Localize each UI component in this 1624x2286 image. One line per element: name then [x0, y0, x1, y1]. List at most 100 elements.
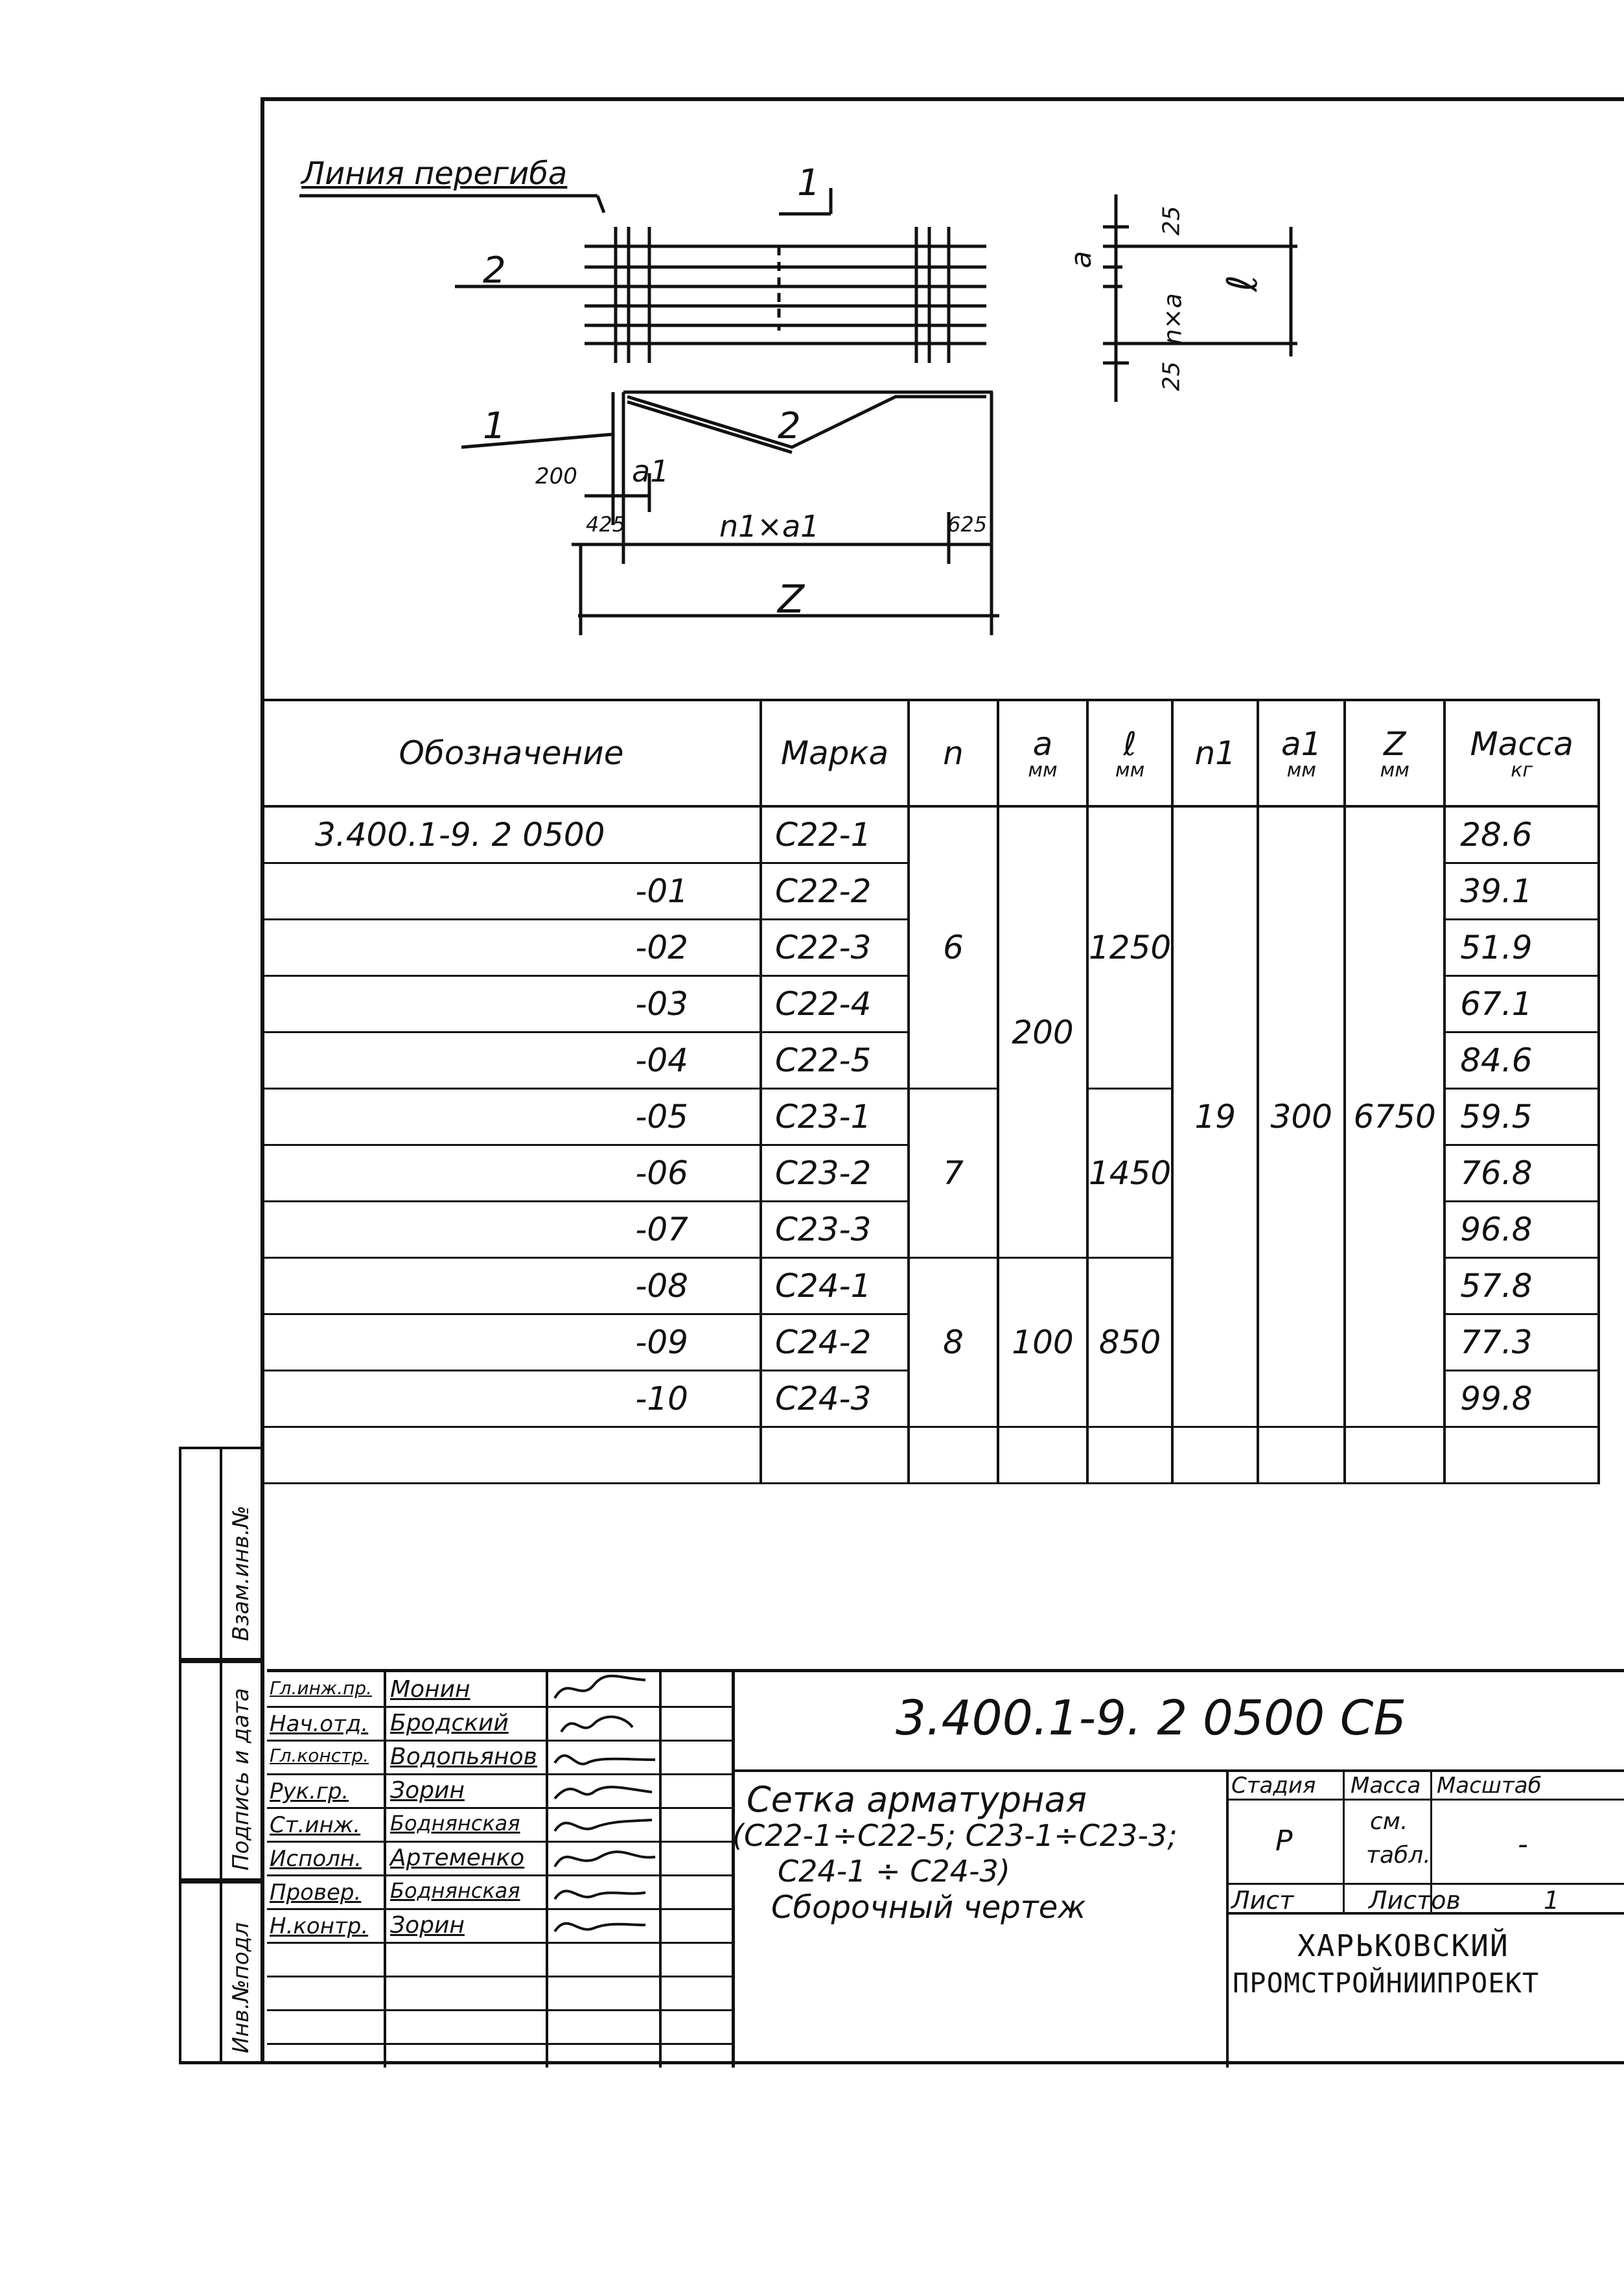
- table-row: -03 С22-4 67.1: [261, 975, 1601, 1033]
- dim-n1-a1: n1×a1: [719, 509, 820, 544]
- role-label: Ст.инж.: [270, 1812, 361, 1838]
- cell-massa: 59.5: [1443, 1088, 1601, 1146]
- cell-massa: 96.8: [1443, 1200, 1601, 1259]
- cell-oboz: -09: [261, 1313, 762, 1371]
- dim-a1: a1: [632, 454, 669, 489]
- cell-l: 850: [1085, 1257, 1174, 1428]
- cell-massa: 76.8: [1443, 1144, 1601, 1202]
- dim-25-top: 25: [1158, 205, 1185, 236]
- col-n-header: n: [907, 699, 999, 808]
- cell-massa: 99.8: [1443, 1370, 1601, 1428]
- cell-z: 6750: [1343, 805, 1446, 1428]
- dim-a: a: [1064, 251, 1098, 268]
- dim-n-a: n×a: [1158, 293, 1187, 345]
- scale-value: -: [1518, 1828, 1528, 1861]
- role-label: Рук.гр.: [270, 1779, 349, 1804]
- cell-oboz: -01: [261, 862, 762, 920]
- cell-marka: С22-4: [760, 975, 910, 1033]
- cell-marka: С23-2: [760, 1144, 910, 1202]
- side-stamp-divider: [220, 1447, 222, 2064]
- dim-Z: Z: [778, 577, 805, 622]
- cell-a: 100: [997, 1257, 1089, 1428]
- table-row: -08 С24-1 8 100 850 57.8: [261, 1257, 1601, 1428]
- bent-bar: [627, 395, 986, 449]
- cell-massa: 57.8: [1443, 1257, 1601, 1315]
- table-row-empty: [261, 1426, 1601, 1484]
- col-oboz-header: Обозначение: [261, 699, 762, 808]
- role-label: Н.контр.: [270, 1913, 369, 1939]
- callout-1-bottom: 1: [483, 405, 506, 447]
- signer-name: Артеменко: [390, 1845, 525, 1871]
- table-row: -04 С22-5 84.6: [261, 1031, 1601, 1090]
- signer-name: Зорин: [390, 1912, 465, 1939]
- signer-name: Монин: [390, 1676, 470, 1703]
- cell-oboz: -04: [261, 1031, 762, 1090]
- title-line-3: С24-1 ÷ С24-3): [778, 1854, 1010, 1889]
- cell-oboz: -10: [261, 1370, 762, 1428]
- cell-marka: С24-1: [760, 1257, 910, 1315]
- table-row: -07 С23-3 96.8: [261, 1200, 1601, 1259]
- frame-bottom: [179, 2061, 1624, 2064]
- mass-label: Масса: [1351, 1773, 1421, 1799]
- cell-marka: С24-3: [760, 1370, 910, 1428]
- cell-marka: С22-5: [760, 1031, 910, 1090]
- role-label: Гл.инж.пр.: [270, 1677, 373, 1699]
- cell-a1: 300: [1257, 805, 1347, 1428]
- table-row: -01 С22-2 39.1: [261, 862, 1601, 920]
- table-row: -06 С23-2 76.8: [261, 1144, 1601, 1202]
- cell-marka: С22-1: [760, 805, 910, 864]
- cell-massa: 77.3: [1443, 1313, 1601, 1371]
- table-row: -10 С24-3 99.8: [261, 1370, 1601, 1428]
- mesh-drawing: [299, 188, 1297, 635]
- callout-2-left: 2: [483, 250, 506, 292]
- cell-l: 1450: [1085, 1088, 1174, 1259]
- table-row: 3.400.1-9. 2 0500 С22-1 6 200 1250 19 30…: [261, 805, 1601, 1428]
- cell-massa: 67.1: [1443, 975, 1601, 1033]
- cell-massa: 51.9: [1443, 918, 1601, 977]
- cell-oboz: -02: [261, 918, 762, 977]
- signer-name: Боднянская: [390, 1811, 520, 1836]
- sheet-label: Лист: [1231, 1886, 1294, 1915]
- cell-n1: 19: [1171, 805, 1260, 1428]
- cell-oboz: -07: [261, 1200, 762, 1259]
- cell-marka: С23-3: [760, 1200, 910, 1259]
- cell-marka: С22-3: [760, 918, 910, 977]
- cell-n: 7: [907, 1088, 999, 1259]
- signer-name: Бродский: [390, 1710, 509, 1736]
- cell-massa: 39.1: [1443, 862, 1601, 920]
- stage-label: Стадия: [1231, 1773, 1316, 1799]
- signer-name: Боднянская: [390, 1878, 520, 1903]
- bend-line-label: Линия перегиба: [301, 156, 568, 192]
- cell-massa: 28.6: [1443, 805, 1601, 864]
- sheets-value: 1: [1544, 1886, 1560, 1915]
- cell-oboz: -05: [261, 1088, 762, 1146]
- callout-2-bottom: 2: [778, 405, 801, 447]
- cell-marka: С22-2: [760, 862, 910, 920]
- cell-l: 1250: [1085, 805, 1174, 1090]
- mass-value-1: см.: [1370, 1808, 1408, 1835]
- signer-name: Зорин: [390, 1777, 465, 1804]
- cell-oboz: -08: [261, 1257, 762, 1315]
- cell-oboz: 3.400.1-9. 2 0500: [261, 805, 762, 864]
- title-line-4: Сборочный чертеж: [771, 1889, 1086, 1926]
- cell-n: 8: [907, 1257, 999, 1428]
- role-label: Исполн.: [270, 1846, 362, 1872]
- sheets-label: Листов: [1369, 1886, 1461, 1915]
- dim-l: ℓ: [1219, 274, 1268, 292]
- dim-425: 425: [586, 512, 626, 537]
- title-line-1: Сетка арматурная: [747, 1779, 1087, 1820]
- cell-marka: С24-2: [760, 1313, 910, 1371]
- role-label: Гл.констр.: [270, 1745, 369, 1766]
- table-row: -02 С22-3 51.9: [261, 918, 1601, 977]
- org-line-1: ХАРЬКОВСКИЙ: [1297, 1928, 1509, 1963]
- dim-200: 200: [535, 463, 577, 489]
- cell-oboz: -03: [261, 975, 762, 1033]
- document-number: 3.400.1-9. 2 0500 СБ: [896, 1690, 1407, 1746]
